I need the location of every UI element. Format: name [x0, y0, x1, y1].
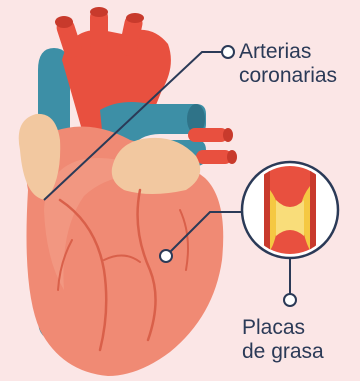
callout-dot-plaque [284, 294, 296, 306]
pulmonary-vein-2-cap [227, 150, 237, 164]
aorta-branch-cap-2 [90, 7, 108, 17]
label-placas-line-1: Placas [242, 316, 324, 340]
artery-wall-left [264, 160, 270, 260]
label-placas-de-grasa: Placas de grasa [242, 316, 324, 364]
aorta-branch-cap-3 [126, 13, 144, 23]
pulmonary-vein-1-cap [223, 128, 233, 142]
callout-dot-arterias [222, 46, 234, 58]
callout-dot-heart [160, 250, 172, 262]
label-arterias-line-1: Arterias [239, 40, 337, 64]
aorta-branch-cap-1 [55, 16, 73, 28]
pulmonary-vein-1 [188, 128, 228, 142]
label-arterias-line-2: coronarias [239, 64, 337, 88]
artery-wall-right [310, 160, 316, 260]
label-arterias-coronarias: Arterias coronarias [239, 40, 337, 88]
label-placas-line-2: de grasa [242, 340, 324, 364]
pulmonary-vein-2 [196, 150, 232, 164]
